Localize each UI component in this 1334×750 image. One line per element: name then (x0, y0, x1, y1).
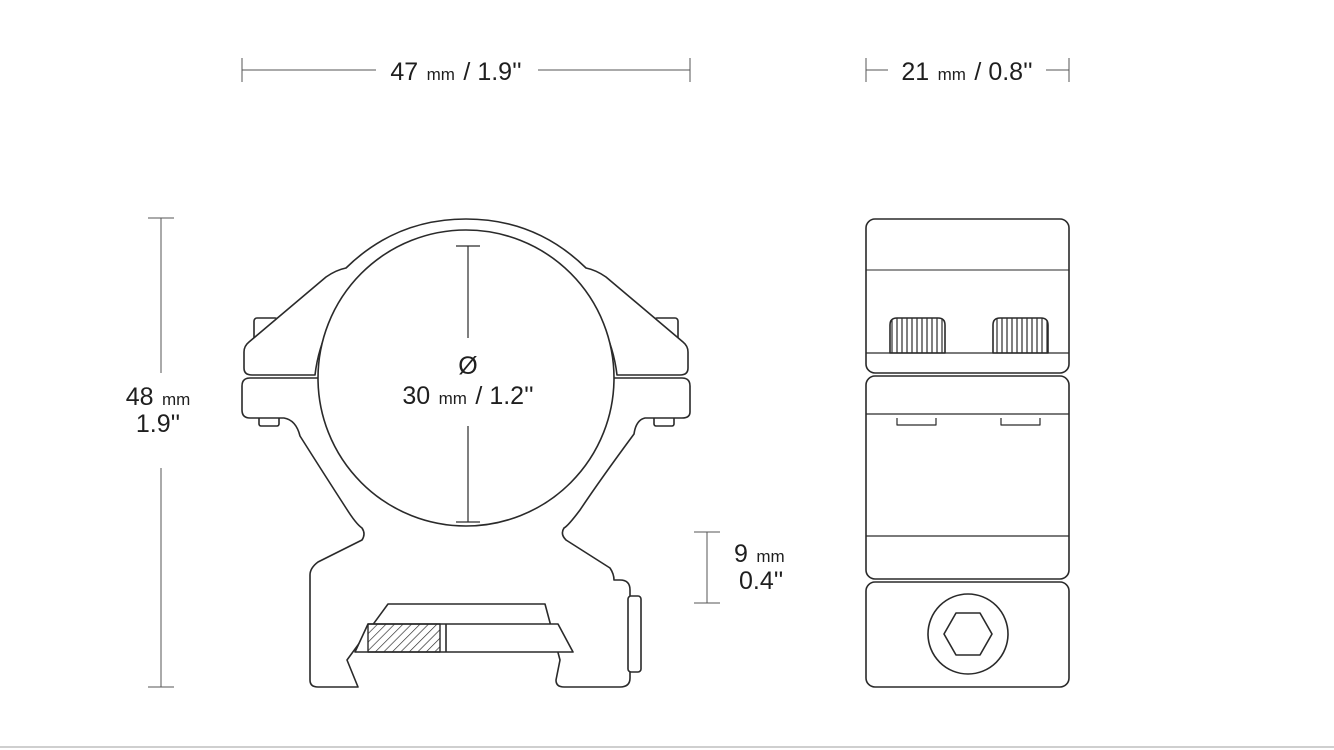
diameter-symbol: Ø (458, 352, 477, 380)
width-label: 47 mm / 1.9'' (390, 58, 521, 86)
center-height-dimension (694, 531, 720, 604)
depth-label: 21 mm / 0.8'' (901, 58, 1032, 86)
clamp-nut (627, 595, 642, 673)
height-imperial-label: 1.9'' (136, 410, 180, 438)
width-dimension (241, 58, 691, 82)
side-screw-right (992, 317, 1049, 354)
tube-bore (317, 229, 615, 527)
diameter-callout (456, 245, 480, 523)
side-body (865, 375, 1070, 580)
knurled-screw (367, 623, 441, 653)
hex-socket-icon (943, 612, 993, 656)
side-screw-left (889, 317, 946, 354)
height-dimension (148, 217, 174, 688)
ring-front-view (241, 218, 691, 688)
center-height-imperial-label: 0.4'' (739, 567, 783, 595)
center-height-label: 9 mm (734, 540, 785, 568)
height-label: 48 mm (126, 383, 191, 411)
ring-side-view (865, 218, 1070, 688)
depth-dimension (865, 58, 1070, 82)
diameter-label: 30 mm / 1.2'' (402, 382, 533, 410)
